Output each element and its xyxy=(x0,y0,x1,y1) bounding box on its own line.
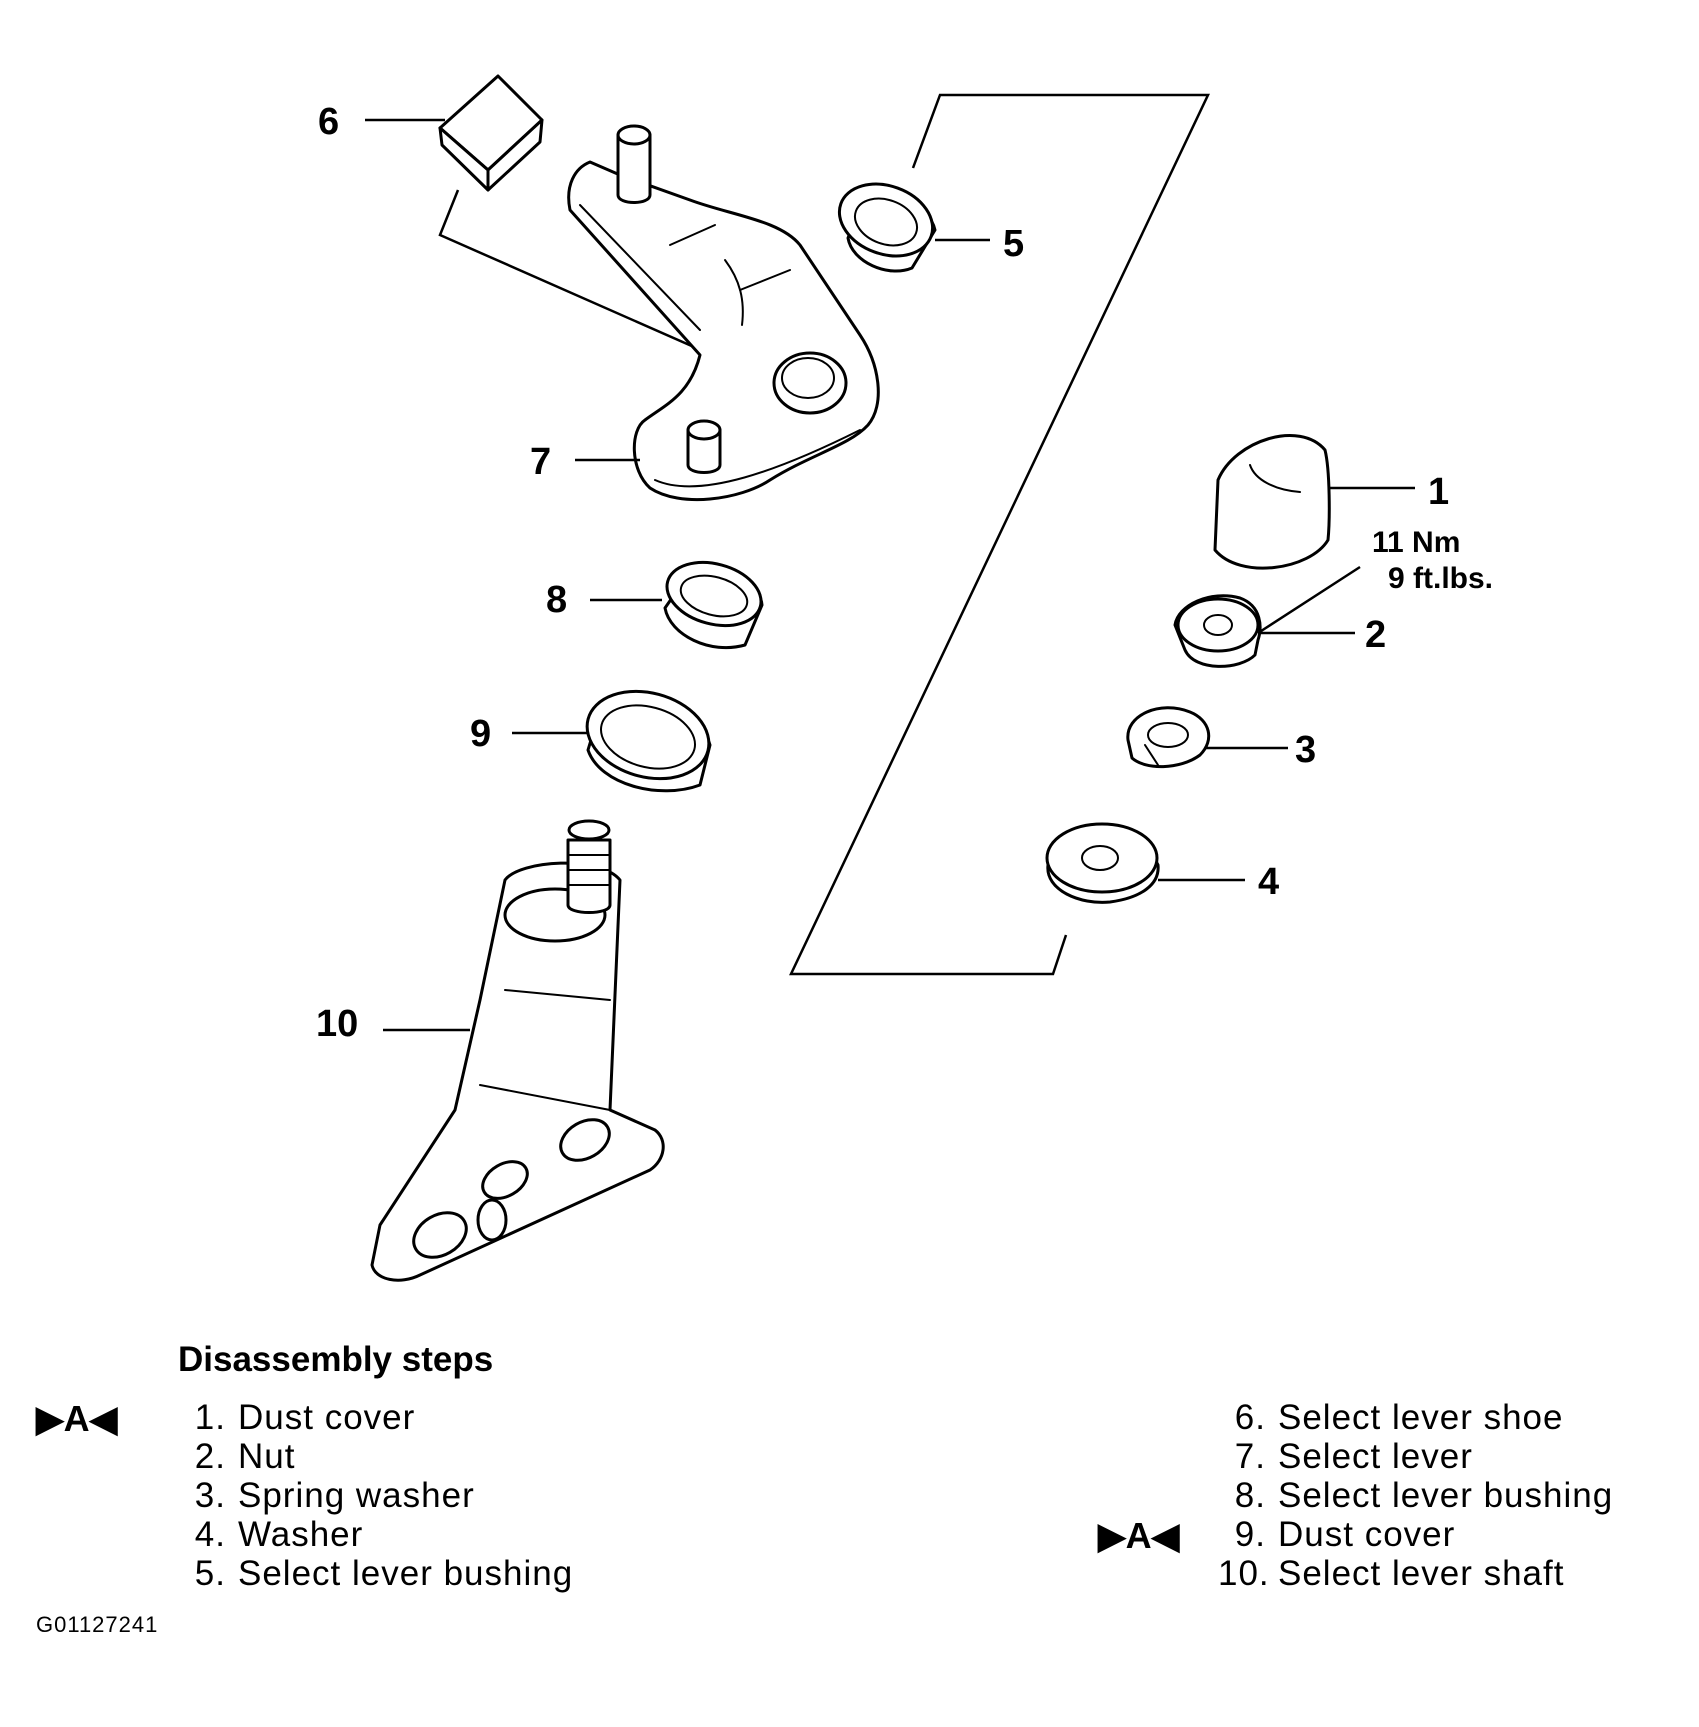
callout-4: 4 xyxy=(1258,861,1279,903)
step-item: 2. Nut xyxy=(178,1437,573,1476)
step-item: 4. Washer xyxy=(178,1515,573,1554)
dust-cover-9 xyxy=(585,689,712,793)
callout-9: 9 xyxy=(470,713,491,755)
callout-2: 2 xyxy=(1365,614,1386,656)
spring-washer xyxy=(1126,706,1211,769)
step-item: 3. Spring washer xyxy=(178,1476,573,1515)
callout-7: 7 xyxy=(530,441,551,483)
service-mark-a-step-1: ▶A◀ xyxy=(36,1398,118,1439)
torque-metric: 11 Nm xyxy=(1372,526,1460,559)
step-number: 2. xyxy=(194,1437,226,1476)
step-item: 9. Dust cover xyxy=(1218,1515,1613,1554)
select-lever-bushing-5 xyxy=(837,182,937,273)
leader-2 xyxy=(1257,565,1361,635)
callout-5: 5 xyxy=(1003,223,1024,265)
step-number: 3. xyxy=(194,1476,226,1515)
figure-code: G01127241 xyxy=(36,1612,159,1637)
callout-8: 8 xyxy=(546,579,567,621)
step-label: Select lever shaft xyxy=(1278,1554,1565,1593)
steps-list-left: 1. Dust cover 2. Nut 3. Spring washer 4. Was… xyxy=(178,1398,573,1593)
step-number: 6. xyxy=(1234,1398,1266,1437)
step-number: 9. xyxy=(1234,1515,1266,1554)
service-mark-a-step-9: ▶A◀ xyxy=(1098,1515,1180,1556)
step-number: 7. xyxy=(1234,1437,1266,1476)
step-label: Spring washer xyxy=(238,1476,475,1515)
select-lever-bushing-8 xyxy=(663,560,764,650)
select-lever xyxy=(567,124,880,502)
step-label: Select lever bushing xyxy=(1278,1476,1614,1515)
step-label: Dust cover xyxy=(238,1398,416,1437)
step-number: 5. xyxy=(194,1554,226,1593)
step-label: Washer xyxy=(238,1515,364,1554)
dust-cover-1 xyxy=(1213,434,1331,570)
step-item: 7. Select lever xyxy=(1218,1437,1613,1476)
callout-1: 1 xyxy=(1428,471,1449,513)
steps-list-right: 6. Select lever shoe 7. Select lever 8. Sel… xyxy=(1218,1398,1613,1593)
step-label: Select lever xyxy=(1278,1437,1473,1476)
select-lever-shaft xyxy=(370,819,665,1282)
step-number: 8. xyxy=(1234,1476,1266,1515)
step-item: 5. Select lever bushing xyxy=(178,1554,573,1593)
torque-imperial: 9 ft.lbs. xyxy=(1388,562,1493,595)
callout-3: 3 xyxy=(1295,729,1316,771)
callout-10: 10 xyxy=(316,1003,358,1045)
step-item: 1. Dust cover xyxy=(178,1398,573,1437)
step-label: Dust cover xyxy=(1278,1515,1456,1554)
disassembly-steps-heading: Disassembly steps xyxy=(178,1340,494,1379)
step-label: Select lever bushing xyxy=(238,1554,574,1593)
washer xyxy=(1045,822,1160,904)
step-number: 10. xyxy=(1218,1554,1270,1593)
step-number: 1. xyxy=(194,1398,226,1437)
nut xyxy=(1173,594,1262,668)
step-item: 8. Select lever bushing xyxy=(1218,1476,1613,1515)
step-label: Nut xyxy=(238,1437,296,1476)
assembly-bracket xyxy=(789,93,1210,976)
select-lever-shoe xyxy=(438,74,544,192)
callout-6: 6 xyxy=(318,101,339,143)
step-number: 4. xyxy=(194,1515,226,1554)
step-item: 6. Select lever shoe xyxy=(1218,1398,1613,1437)
step-item: 10.Select lever shaft xyxy=(1218,1554,1613,1593)
step-label: Select lever shoe xyxy=(1278,1398,1564,1437)
